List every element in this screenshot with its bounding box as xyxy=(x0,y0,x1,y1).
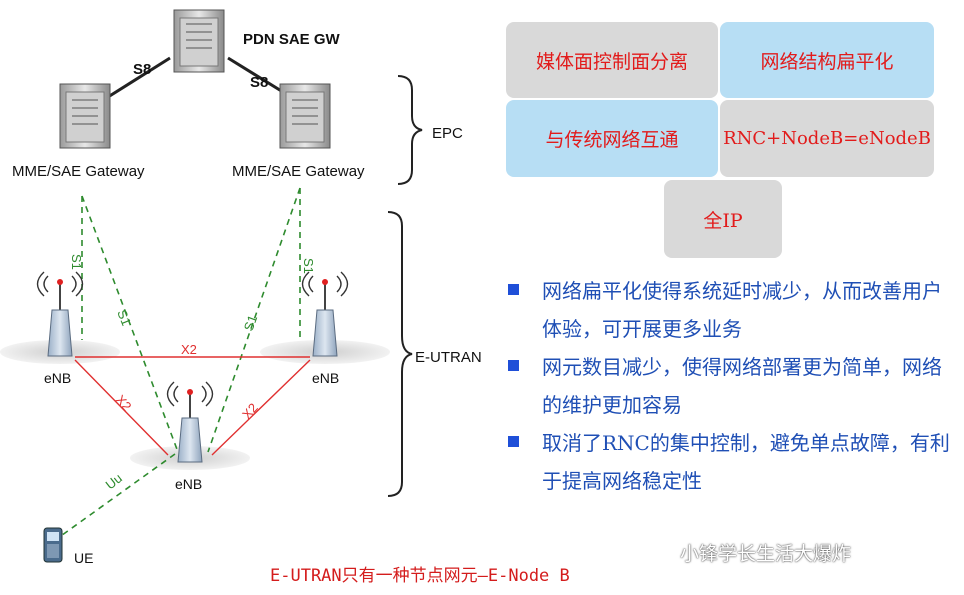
s1-label-2: S1 xyxy=(114,308,134,328)
mme-right-server-icon xyxy=(279,83,331,149)
epc-label: EPC xyxy=(432,125,463,142)
enb-left-label: eNB xyxy=(44,370,71,386)
bullet-square-icon xyxy=(508,284,519,295)
benefit-text: 取消了RNC的集中控制，避免单点故障，有利于提高网络稳定性 xyxy=(542,431,950,493)
s8-left-label: S8 xyxy=(133,61,151,78)
uu-label: Uu xyxy=(103,470,125,492)
eutran-brace xyxy=(387,211,413,497)
benefit-text: 网络扁平化使得系统延时减少，从而改善用户体验，可开展更多业务 xyxy=(542,279,942,341)
x2-label-top: X2 xyxy=(181,342,197,357)
s8-right-label: S8 xyxy=(250,74,268,91)
s1-label-3: S1 xyxy=(241,313,261,333)
feature-box-flat: 网络结构扁平化 xyxy=(720,22,934,98)
bullet-square-icon xyxy=(508,360,519,371)
benefits-list: 网络扁平化使得系统延时减少，从而改善用户体验，可开展更多业务 网元数目减少，使得… xyxy=(500,272,950,500)
watermark: 小锋学长生活大爆炸 xyxy=(680,543,852,565)
mme-left-label: MME/SAE Gateway xyxy=(12,163,145,180)
enb-left-antenna-icon xyxy=(36,271,84,357)
diagram-caption: E-UTRAN只有一种节点网元—E-Node B xyxy=(270,566,570,586)
x2-label-right: X2 xyxy=(239,400,261,422)
bullet-square-icon xyxy=(508,436,519,447)
enb-center-antenna-icon xyxy=(166,381,214,463)
mme-left-server-icon xyxy=(59,83,111,149)
benefit-item: 网元数目减少，使得网络部署更为简单，网络的维护更加容易 xyxy=(500,348,950,424)
wechat-icon xyxy=(654,541,677,560)
x2-link-left xyxy=(74,359,169,456)
x2-link-right xyxy=(211,359,311,456)
feature-box-interwork: 与传统网络互通 xyxy=(506,100,718,177)
epc-brace xyxy=(397,75,423,185)
mme-right-label: MME/SAE Gateway xyxy=(232,163,365,180)
feature-box-all-ip: 全IP xyxy=(664,180,782,258)
benefit-item: 网络扁平化使得系统延时减少，从而改善用户体验，可开展更多业务 xyxy=(500,272,950,348)
feature-box-enodeb: RNC+NodeB=eNodeB xyxy=(720,100,934,177)
s1-link-2 xyxy=(81,195,179,453)
s1-link-3 xyxy=(207,187,301,453)
x2-label-left: X2 xyxy=(113,392,135,414)
enb-right-antenna-icon xyxy=(301,271,349,357)
s1-label-1: S1 xyxy=(69,254,84,270)
pdn-gw-label: PDN SAE GW xyxy=(243,31,341,48)
ue-label: UE xyxy=(74,550,93,566)
uu-link xyxy=(57,453,176,539)
benefit-text: 网元数目减少，使得网络部署更为简单，网络的维护更加容易 xyxy=(542,355,942,417)
benefit-item: 取消了RNC的集中控制，避免单点故障，有利于提高网络稳定性 xyxy=(500,424,950,500)
eutran-label: E-UTRAN xyxy=(415,349,482,366)
s8-link-left xyxy=(107,56,171,99)
network-diagram: PDN SAE GW MME/SAE Gateway MME/SAE Gatew… xyxy=(0,9,482,566)
enb-center-label: eNB xyxy=(175,476,202,492)
s1-label-4: S1 xyxy=(301,258,316,274)
ue-phone-icon xyxy=(43,527,63,563)
feature-box-separation: 媒体面控制面分离 xyxy=(506,22,718,98)
s8-link-right xyxy=(227,56,284,94)
pdn-gw-server-icon xyxy=(173,9,225,73)
enb-right-label: eNB xyxy=(312,370,339,386)
